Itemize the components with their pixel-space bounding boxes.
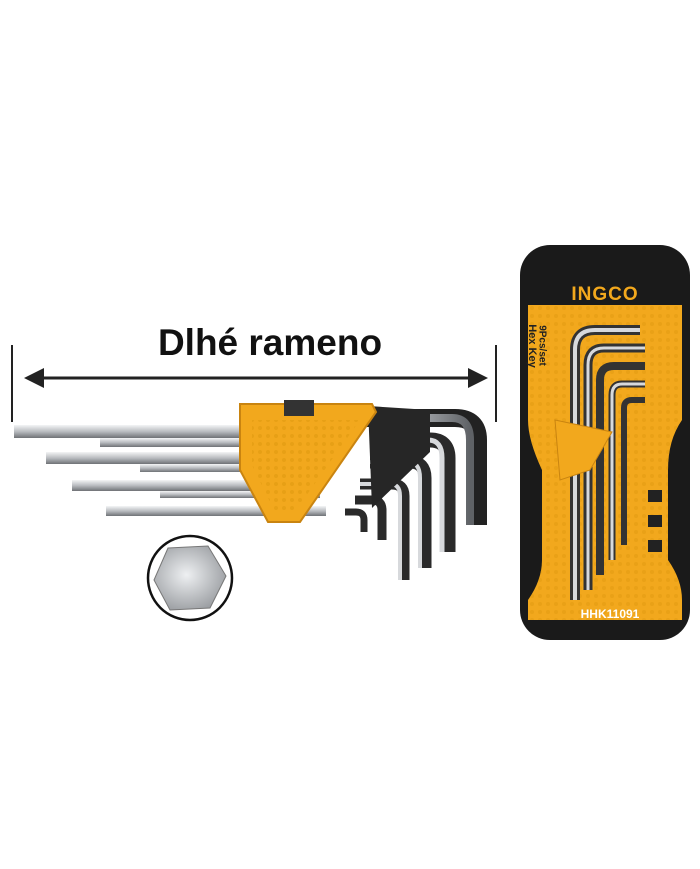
package-model-number: HHK11091 xyxy=(580,607,640,621)
package-pieces: 9Pcs/set xyxy=(536,325,548,366)
package-card xyxy=(520,245,690,640)
key-holder xyxy=(239,400,430,523)
hex-key-short-arms xyxy=(340,409,487,580)
long-arm-label: Dlhé rameno xyxy=(157,322,383,363)
hex-tip-closeup xyxy=(146,534,234,622)
package-product-name: Hex Key xyxy=(526,324,538,368)
brand-logo: INGCO xyxy=(571,284,639,305)
dimension-arrow xyxy=(11,345,497,422)
